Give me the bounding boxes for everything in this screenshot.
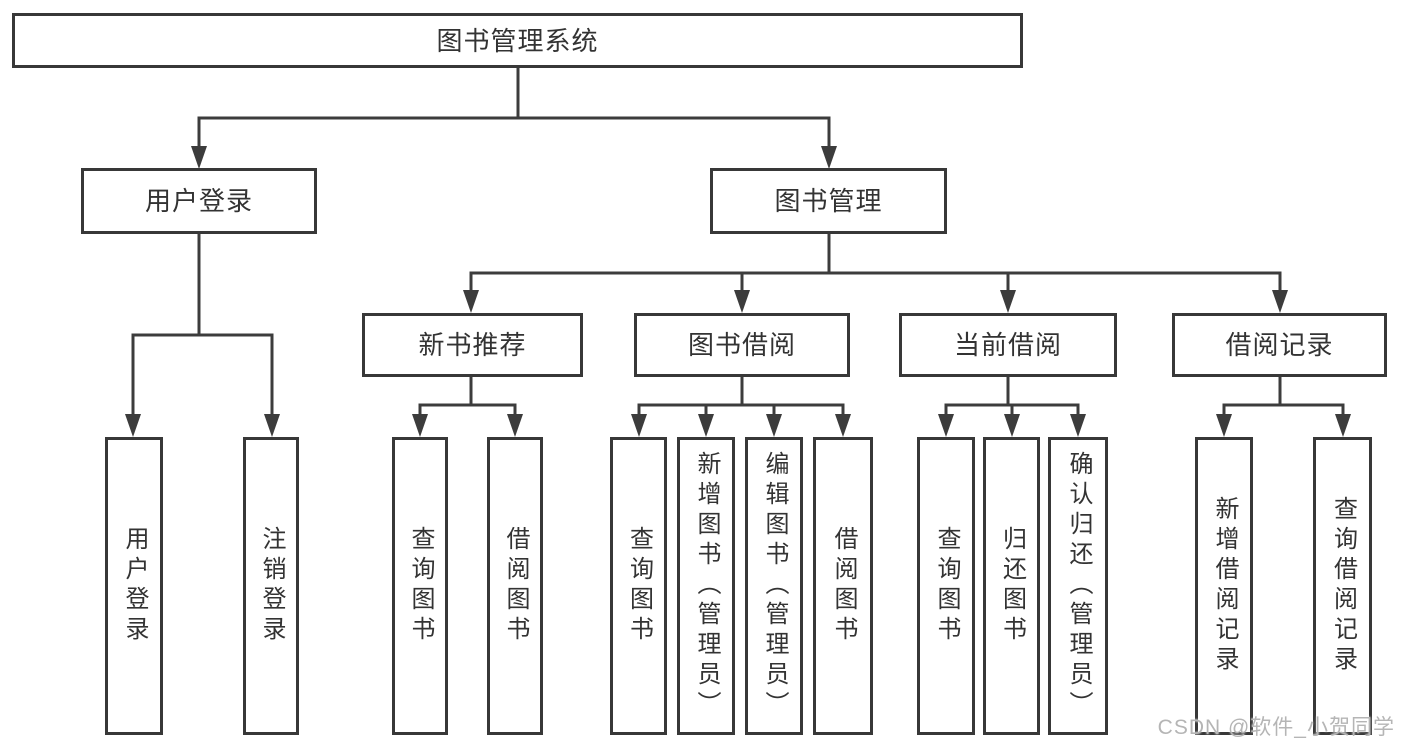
leaf-user-login-label: 用户登录 (121, 526, 148, 646)
node-root-label: 图书管理系统 (436, 25, 599, 56)
csdn-watermark: CSDN @软件_小贺同学 (1157, 716, 1395, 739)
node-user-login: 用户登录 (81, 168, 317, 234)
node-new-book-recommend: 新书推荐 (362, 313, 583, 377)
leaf-logout-login-label: 注销登录 (258, 526, 285, 646)
node-current-borrow-label: 当前借阅 (953, 330, 1062, 360)
node-book-borrow: 图书借阅 (634, 313, 850, 377)
node-user-login-label: 用户登录 (144, 186, 253, 216)
node-book-borrow-label: 图书借阅 (687, 330, 796, 360)
leaf-return-books: 归还图书 (983, 437, 1040, 735)
leaf-borrow-books-recommend-label: 借阅图书 (502, 526, 529, 646)
leaf-query-borrow-record-label: 查询借阅记录 (1329, 496, 1357, 676)
leaf-query-books-recommend-label: 查询图书 (407, 526, 434, 646)
leaf-confirm-return-admin-label: 确认归还（管理员） (1065, 451, 1092, 721)
leaf-query-books-borrow-label: 查询图书 (625, 526, 653, 646)
leaf-add-books-admin-label: 新增图书（管理员） (693, 451, 720, 721)
node-borrow-records-label: 借阅记录 (1225, 330, 1334, 360)
node-new-book-recommend-label: 新书推荐 (418, 330, 527, 360)
leaf-query-books-current-label: 查询图书 (933, 526, 960, 646)
leaf-query-books-borrow: 查询图书 (610, 437, 667, 735)
node-book-management-label: 图书管理 (774, 186, 883, 216)
leaf-add-borrow-record-label: 新增借阅记录 (1211, 496, 1238, 676)
leaf-borrow-books: 借阅图书 (813, 437, 873, 735)
leaf-query-books-current: 查询图书 (917, 437, 975, 735)
node-current-borrow: 当前借阅 (899, 313, 1117, 377)
node-borrow-records: 借阅记录 (1172, 313, 1387, 377)
leaf-add-borrow-record: 新增借阅记录 (1195, 437, 1253, 735)
leaf-logout-login: 注销登录 (243, 437, 299, 735)
leaf-return-books-label: 归还图书 (998, 526, 1026, 646)
leaf-query-books-recommend: 查询图书 (392, 437, 448, 735)
leaf-borrow-books-recommend: 借阅图书 (487, 437, 543, 735)
leaf-user-login: 用户登录 (105, 437, 163, 735)
node-root: 图书管理系统 (12, 13, 1023, 68)
leaf-edit-books-admin-label: 编辑图书（管理员） (761, 451, 788, 721)
leaf-confirm-return-admin: 确认归还（管理员） (1048, 437, 1108, 735)
leaf-query-borrow-record: 查询借阅记录 (1313, 437, 1372, 735)
leaf-edit-books-admin: 编辑图书（管理员） (745, 437, 803, 735)
leaf-borrow-books-label: 借阅图书 (830, 526, 857, 646)
leaf-add-books-admin: 新增图书（管理员） (677, 437, 735, 735)
node-book-management: 图书管理 (710, 168, 947, 234)
